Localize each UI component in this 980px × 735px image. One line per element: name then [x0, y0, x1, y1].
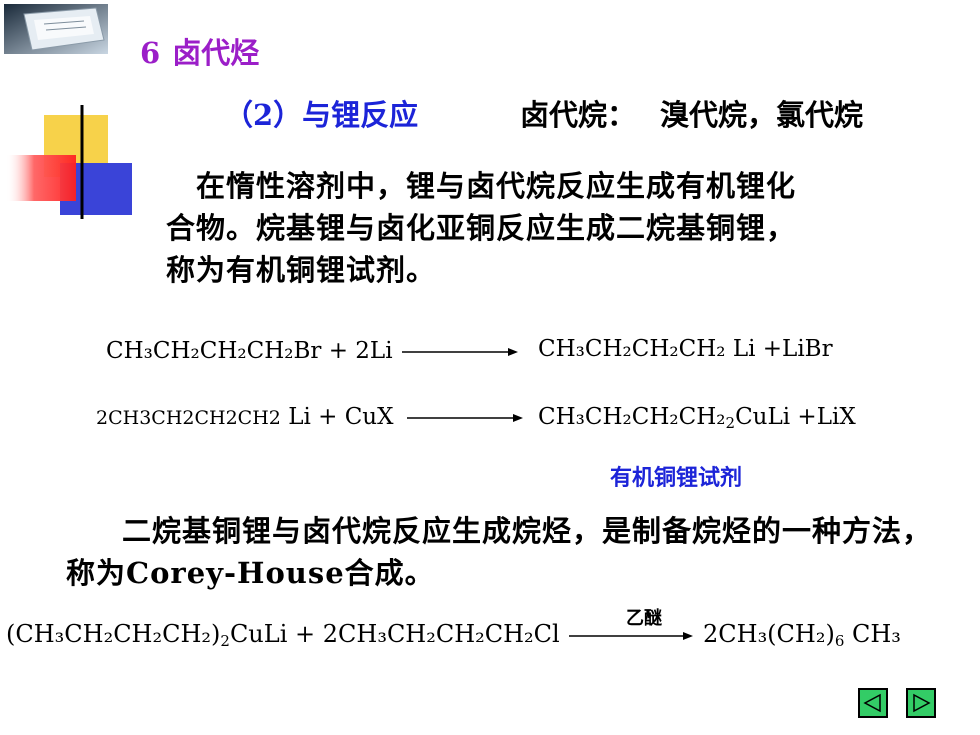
eq3-product: 2CH₃(CH₂): [703, 620, 835, 648]
eq3-reactant2: + 2CH₃CH₂CH₂CH₂Cl: [295, 620, 560, 648]
equation-3: (CH₃CH₂CH₂CH₂)2CuLi + 2CH₃CH₂CH₂CH₂Cl 2C…: [6, 620, 901, 650]
paragraph-corey-house: 二烷基铜锂与卤代烷反应生成烷烃，是制备烷烃的一种方法，称为Corey-House…: [66, 510, 946, 594]
eq2-product: CH₃CH₂CH₂CH₂: [538, 404, 726, 430]
eq3-reactant1-subscript: 2: [220, 632, 230, 650]
eq2-product-culi: CuLi: [735, 404, 791, 430]
triangle-left-icon: [863, 693, 881, 713]
section-number: 6: [140, 36, 161, 70]
paragraph-organolithium: 在惰性溶剂中，锂与卤代烷反应生成有机锂化合物。烷基锂与卤化亚铜反应生成二烷基铜锂…: [166, 165, 806, 291]
paragraph1-text: 在惰性溶剂中，锂与卤代烷反应生成有机锂化合物。烷基锂与卤化亚铜反应生成二烷基铜锂…: [166, 169, 797, 287]
equation-1-rhs: CH₃CH₂CH₂CH₂ Li +LiBr: [538, 336, 833, 362]
eq2-byproduct: +LiX: [797, 404, 856, 430]
eq3-product-end: CH₃: [852, 620, 901, 648]
eq3-reactant1-culi: CuLi: [229, 620, 288, 648]
color-blocks-crosshair-icon: [6, 105, 156, 219]
reaction-arrow-icon: [401, 348, 518, 356]
triangle-right-icon: [913, 693, 931, 713]
subheading-right: 卤代烷： 溴代烷，氯代烷: [520, 92, 863, 134]
previous-slide-button[interactable]: [858, 688, 888, 718]
eq2-product-subscript: 2: [725, 414, 736, 432]
equation-1-lhs: CH₃CH₂CH₂CH₂Br + 2Li: [106, 338, 520, 364]
eq2-reactant-alkyl: 2CH3CH2CH2CH2: [96, 407, 281, 429]
section-title: 卤代烃: [172, 36, 260, 70]
subheading: （2）与锂反应: [224, 98, 419, 132]
slide-title: 6 卤代烃: [140, 30, 259, 72]
paper-stack-logo-icon: [4, 4, 108, 54]
reaction-arrow-icon: [406, 414, 523, 422]
haloalkane-items: 溴代烷，氯代烷: [660, 98, 864, 132]
haloalkane-label: 卤代烷：: [520, 98, 637, 132]
eq1-byproduct: +LiBr: [762, 336, 833, 362]
eq3-reactant1: (CH₃CH₂CH₂CH₂): [6, 620, 221, 648]
paragraph2-text: 二烷基铜锂与卤代烷反应生成烷烃，是制备烷烃的一种方法，称为Corey-House…: [66, 514, 933, 590]
eq1-product: CH₃CH₂CH₂CH₂: [538, 336, 726, 362]
eq2-reactant-rest: Li + CuX: [288, 404, 394, 430]
organocuprate-caption: 有机铜锂试剂: [610, 465, 743, 491]
reaction-condition: 乙醚: [626, 608, 662, 629]
eq1-product-li: Li: [732, 336, 756, 362]
reaction-arrow-icon: [569, 631, 694, 640]
next-slide-button[interactable]: [906, 688, 936, 718]
eq3-product-subscript: 6: [834, 632, 845, 650]
equation-2-lhs: 2CH3CH2CH2CH2 Li + CuX: [96, 404, 525, 430]
eq1-reactants: CH₃CH₂CH₂CH₂Br + 2Li: [106, 338, 393, 364]
equation-2-rhs: CH₃CH₂CH₂CH₂2CuLi +LiX: [538, 404, 856, 432]
